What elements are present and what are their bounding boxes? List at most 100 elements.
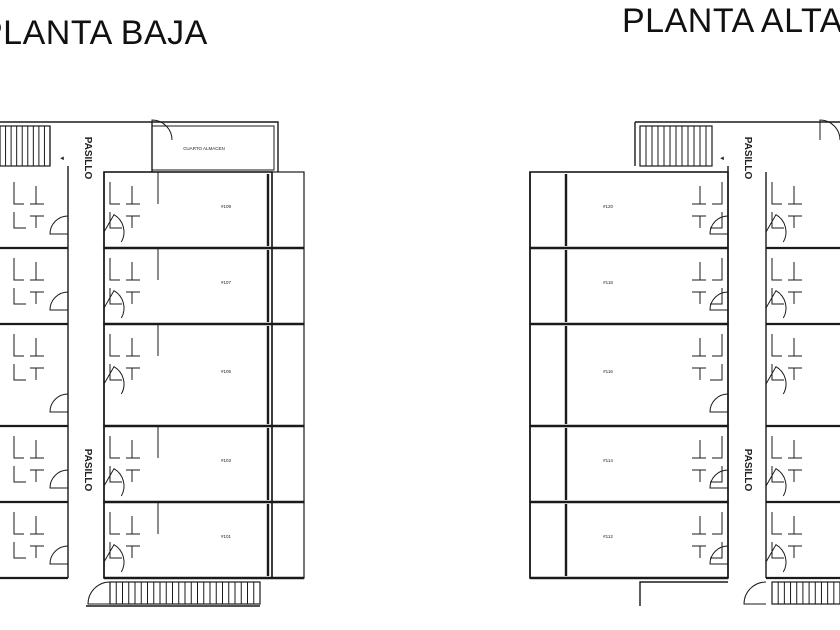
wall-segment: [712, 258, 723, 281]
wall-segment: [771, 334, 782, 357]
unit-door-right: [103, 543, 125, 573]
unit-balcony: [271, 501, 305, 579]
unit-room: [103, 247, 273, 325]
unit-room: [529, 323, 729, 427]
wall-segment: [109, 466, 122, 483]
unit-balcony: [271, 247, 305, 325]
wall-segment: [771, 182, 782, 205]
wall-segment: [109, 182, 120, 205]
wall-segment: [109, 258, 120, 281]
wall-segment: [13, 542, 26, 559]
unit-number-2: #116: [603, 369, 613, 374]
unit-number-3: #114: [603, 458, 613, 463]
upper-floor-title: PLANTA ALTA: [622, 2, 840, 40]
unit-door-right: [103, 289, 125, 319]
wall-segment: [771, 288, 784, 305]
unit-number-1: #107: [221, 280, 232, 285]
unit-number-0: #120: [603, 204, 614, 209]
stair-arrow: ◄: [59, 156, 65, 162]
unit-number-4: #112: [603, 534, 613, 539]
unit-door-right: [765, 467, 787, 497]
top-wall: [0, 121, 279, 172]
wall-segment: [109, 542, 122, 559]
wall-segment: [13, 182, 24, 205]
entry-door: [87, 581, 111, 605]
bottom-wall: [639, 581, 728, 606]
corridor-label-top: PASILLO: [82, 137, 93, 180]
wall-segment: [712, 436, 723, 459]
bottom-stairs: [109, 581, 261, 605]
corridor-label-bottom: PASILLO: [742, 449, 753, 492]
wall-segment: [13, 334, 24, 357]
unit-door-left: [49, 215, 69, 235]
wall-segment: [13, 466, 26, 483]
ground-floor-title: PLANTA BAJA: [0, 14, 208, 52]
corridor-label-bottom: PASILLO: [82, 449, 93, 492]
unit-door-left: [49, 291, 69, 311]
unit-balcony: [271, 323, 305, 427]
unit-balcony: [271, 425, 305, 503]
unit-room: [529, 247, 729, 325]
entry-door: [743, 581, 767, 605]
wall-segment: [13, 212, 26, 229]
storage-room: [151, 125, 275, 171]
unit-room: [103, 425, 273, 503]
wall-segment: [13, 512, 24, 535]
corridor-label-top: PASILLO: [742, 137, 753, 180]
stair-outline: [0, 125, 51, 167]
wall-segment: [109, 212, 122, 229]
unit-room: [103, 171, 273, 249]
wall-segment: [771, 364, 784, 381]
wall-segment: [109, 512, 120, 535]
unit-door-left: [49, 545, 69, 565]
wall-segment: [109, 288, 122, 305]
unit-door-right: [103, 467, 125, 497]
wall-segment: [712, 334, 723, 357]
unit-room: [103, 323, 273, 427]
wall-segment: [710, 364, 723, 381]
unit-door-left: [709, 469, 729, 489]
unit-door-left: [709, 291, 729, 311]
wall-segment: [13, 258, 24, 281]
top-stairs: [0, 125, 51, 167]
unit-number-4: #101: [221, 534, 232, 539]
top-stairs: [639, 125, 713, 167]
storage-door: [151, 119, 173, 141]
wall-segment: [109, 436, 120, 459]
stair-arrow: ◄: [719, 156, 725, 162]
unit-door-left: [49, 393, 69, 413]
storage-door: [819, 119, 840, 141]
unit-door-right: [103, 365, 125, 395]
ground-floor-plan: CUARTO ALMACEN ◄ PASILLO PASILLO #109 #107 #10…: [0, 119, 305, 607]
wall-segment: [771, 466, 784, 483]
stair-outline: [771, 581, 840, 605]
unit-balcony: [271, 171, 305, 249]
unit-room: [103, 501, 273, 579]
bottom-stairs: [771, 581, 840, 605]
unit-door-right: [765, 543, 787, 573]
wall-segment: [712, 512, 723, 535]
wall-segment: [771, 512, 782, 535]
wall-segment: [771, 258, 782, 281]
wall-segment: [13, 288, 26, 305]
unit-door-right: [765, 213, 787, 243]
unit-number-3: #103: [221, 458, 232, 463]
unit-door-right: [765, 365, 787, 395]
unit-door-left: [709, 393, 729, 413]
wall-segment: [771, 212, 784, 229]
storage-label: CUARTO ALMACEN: [183, 146, 225, 151]
wall-segment: [109, 364, 122, 381]
wall-segment: [712, 182, 723, 205]
unit-number-0: #109: [221, 204, 232, 209]
unit-door-left: [49, 469, 69, 489]
wall-segment: [109, 334, 120, 357]
wall-segment: [771, 436, 782, 459]
unit-room: [529, 171, 729, 249]
unit-room: [529, 425, 729, 503]
unit-door-right: [765, 289, 787, 319]
unit-door-left: [709, 215, 729, 235]
wall-segment: [771, 542, 784, 559]
wall-segment: [13, 364, 26, 381]
